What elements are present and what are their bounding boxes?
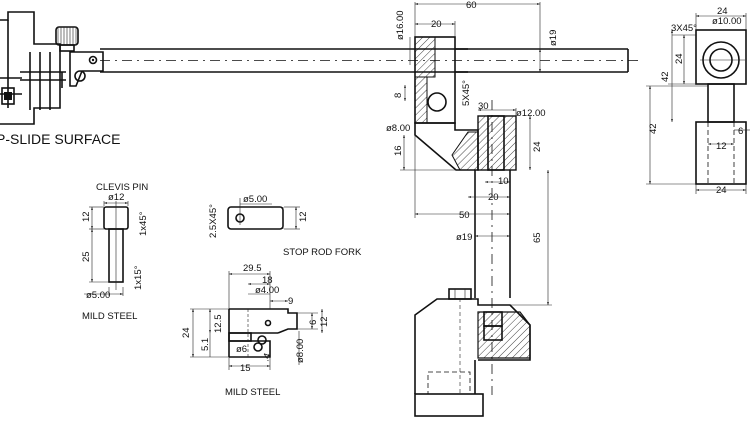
main-w20b: 20 — [488, 192, 499, 203]
fork-top-view: ø5.00 2.5X45° 12 STOP ROD FORK — [208, 194, 362, 258]
slide-surface-label: P-SLIDE SURFACE — [0, 131, 120, 147]
side-chamfer: 3X45° — [671, 23, 697, 34]
clevis-chamfer2: 1x15° — [133, 265, 144, 290]
fork-h6: 6 — [308, 320, 319, 325]
main-h16: 16 — [393, 145, 404, 156]
clevis-chamfer1: 1x45° — [138, 211, 149, 236]
clevis-h12: 12 — [81, 211, 92, 222]
main-h24: 24 — [532, 141, 543, 152]
side-w12: 12 — [716, 141, 727, 152]
fork-material: MILD STEEL — [225, 387, 280, 398]
fork-h12-5: 12.5 — [213, 315, 224, 334]
fork-h5-1: 5.1 — [200, 338, 211, 351]
clevis-h25: 25 — [81, 251, 92, 262]
fork-top-chamfer: 2.5X45° — [208, 204, 219, 238]
main-dia-16: ø16.00 — [395, 10, 406, 40]
side-view: 24 ø10.00 3X45° 24 42 42 6 12 24 — [646, 6, 750, 196]
main-dia-8: ø8.00 — [386, 123, 410, 134]
side-dia-10: ø10.00 — [712, 16, 742, 27]
top-left-assembly — [0, 11, 640, 125]
fork-h12: 12 — [319, 316, 330, 327]
fork-dia-8: ø8.00 — [295, 339, 306, 363]
main-w20: 20 — [431, 19, 442, 30]
side-w24: 24 — [717, 6, 728, 17]
side-h24: 24 — [674, 53, 685, 64]
side-h42a: 42 — [660, 71, 671, 82]
main-w30: 30 — [478, 101, 489, 112]
main-w10: 10 — [498, 176, 509, 187]
clevis-dia-12: ø12 — [108, 192, 124, 203]
main-w60: 60 — [466, 0, 477, 11]
fork-w29-5: 29.5 — [243, 263, 262, 274]
main-chamfer: 5X45° — [461, 80, 472, 106]
main-dia-19b: ø19 — [456, 232, 472, 243]
fork-top-h12: 12 — [298, 211, 309, 222]
main-w50: 50 — [459, 210, 470, 221]
fork-r4: .4 — [260, 352, 273, 363]
clevis-material: MILD STEEL — [82, 311, 137, 322]
fork-title: STOP ROD FORK — [283, 247, 362, 258]
fork-front-view: 29.5 18 ø4.00 9 12.5 24 5.1 15 ø6 .4 6 1… — [181, 263, 330, 398]
main-dia-19: ø19 — [548, 30, 559, 46]
fork-dia-4: ø4.00 — [255, 285, 279, 296]
main-h65: 65 — [532, 232, 543, 243]
side-h42b: 42 — [648, 123, 659, 134]
side-w24b: 24 — [716, 185, 727, 196]
fork-w9: 9 — [288, 296, 293, 307]
clevis-pin-drawing: CLEVIS PIN ø12 12 1x45° 25 1x15° ø5.00 M… — [81, 182, 149, 322]
fork-h24: 24 — [181, 327, 192, 338]
main-h8: 8 — [393, 93, 404, 98]
main-assembly: 60 20 ø16.00 ø19 5X45° 8 30 ø12.00 ø8.00… — [386, 0, 559, 417]
clevis-pin-title: CLEVIS PIN — [96, 182, 148, 193]
clevis-dia-5: ø5.00 — [86, 290, 110, 301]
fork-dia-6: ø6 — [236, 344, 247, 355]
fork-w18: 18 — [262, 275, 273, 286]
side-h6: 6 — [738, 126, 743, 137]
fork-top-dia-5: ø5.00 — [243, 194, 267, 205]
main-dia-12: ø12.00 — [516, 108, 546, 119]
fork-w15: 15 — [240, 363, 251, 374]
